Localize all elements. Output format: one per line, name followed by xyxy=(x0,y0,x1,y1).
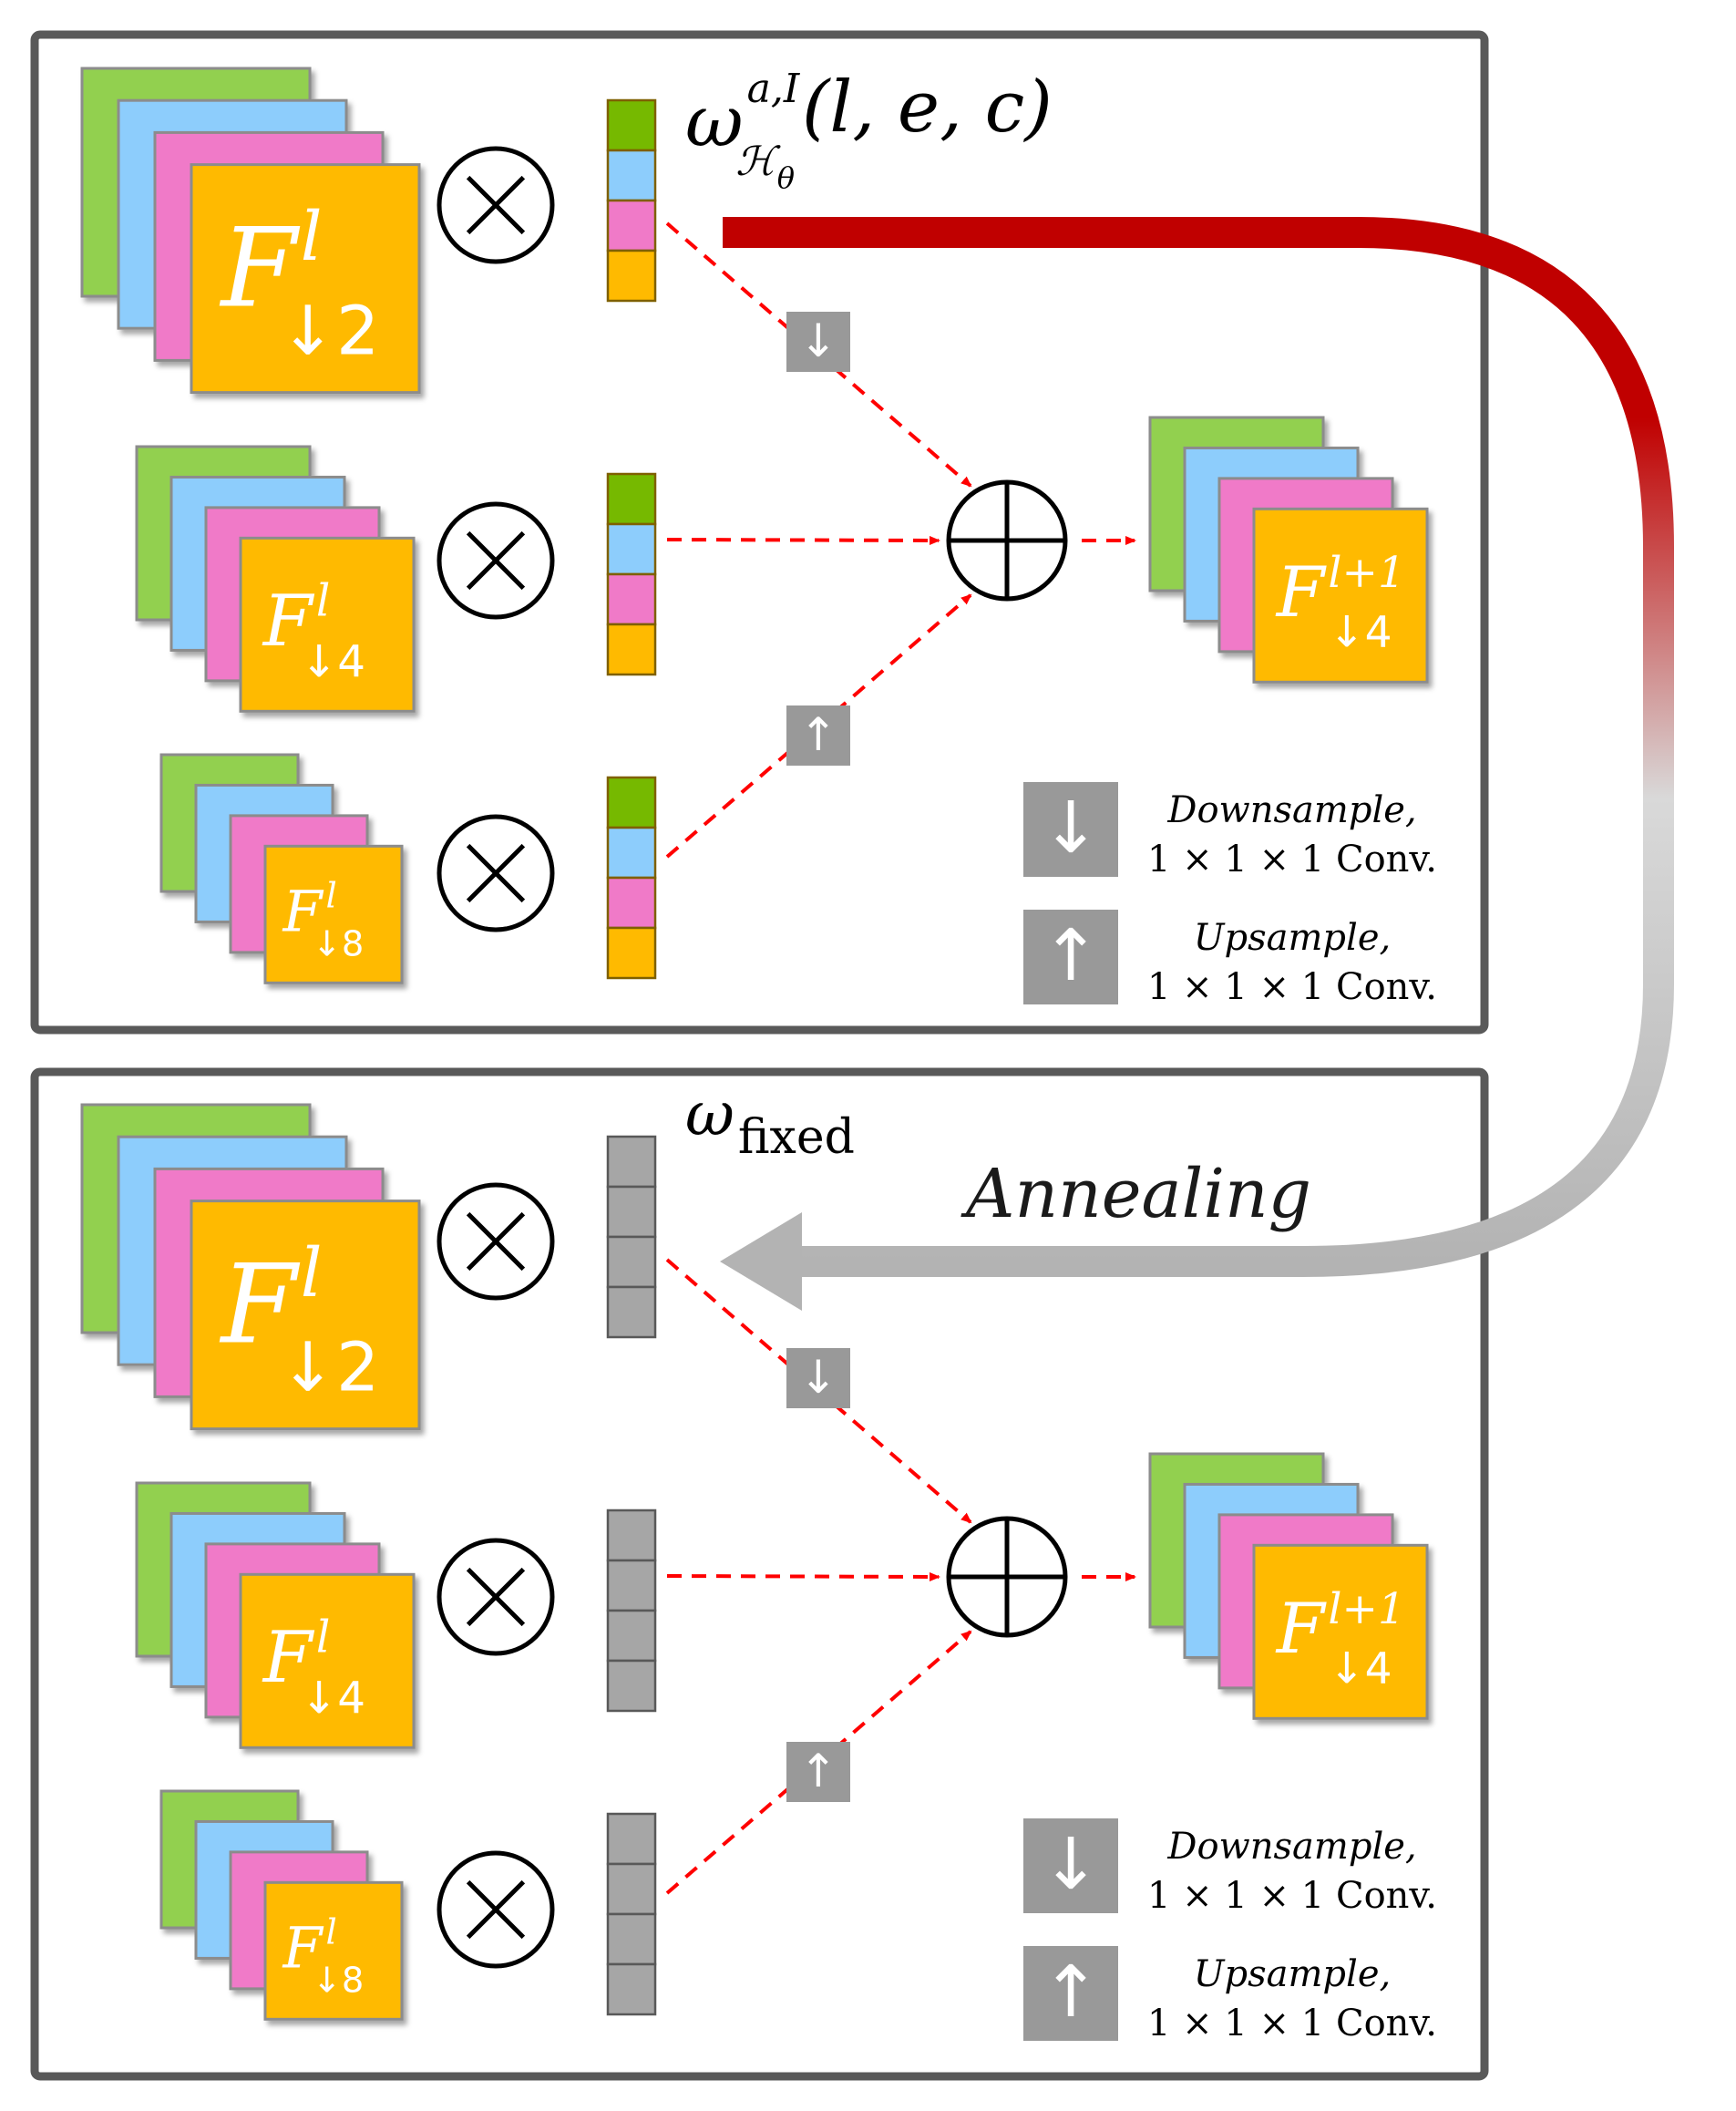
bottom_panel-weight-column-2-cell-1 xyxy=(606,1559,657,1612)
bottom_panel-legend-upsample-line1: Upsample, xyxy=(1194,1953,1391,1995)
svg-text:↓: ↓ xyxy=(799,314,837,367)
svg-text:↓: ↓ xyxy=(1041,788,1100,870)
top_panel-feature-stack-3-layer-3 xyxy=(263,844,404,984)
top_panel-feature-stack-1 xyxy=(80,67,421,395)
top_panel-weight-column-3-cell-1 xyxy=(606,826,657,880)
bottom_panel-output-stack-layer-3 xyxy=(1252,1543,1429,1720)
top_panel-weight-column-1-cell-1 xyxy=(606,149,657,202)
bottom_panel-feature-stack-1 xyxy=(80,1103,421,1431)
bottom_panel-weight-column-3-cell-1 xyxy=(606,1862,657,1916)
bottom_panel-legend-downsample-line1: Downsample, xyxy=(1166,1826,1416,1868)
bottom_panel-multiply-op-2 xyxy=(437,1538,555,1656)
top_panel-feature-stack-2-layer-3 xyxy=(239,536,416,713)
top_panel-weight-column-1-cell-2 xyxy=(606,199,657,252)
top_panel-legend-downsample-line2: 1 × 1 × 1 Conv. xyxy=(1147,839,1437,880)
bottom_panel-weight-column-1 xyxy=(606,1135,657,1339)
bottom_panel-weight-column-3 xyxy=(606,1812,657,2016)
top_panel-downsample-badge: ↓ xyxy=(786,312,850,372)
bottom_panel-weight-column-1-cell-2 xyxy=(606,1235,657,1289)
bottom_panel-feature-stack-3 xyxy=(159,1789,404,2021)
bottom_panel-upsample-badge: ↑ xyxy=(786,1742,850,1802)
top_panel-legend-upsample-line1: Upsample, xyxy=(1194,917,1391,959)
bottom_panel-weight-column-2 xyxy=(606,1509,657,1713)
top_panel-output-stack-label: Fl+1↓4 xyxy=(1275,548,1405,657)
top_panel-legend-downsample-icon: ↓ xyxy=(1023,782,1118,877)
bottom_panel-legend-upsample-icon: ↑ xyxy=(1023,1946,1118,2041)
bottom_panel-legend-upsample-line2: 1 × 1 × 1 Conv. xyxy=(1147,2003,1437,2044)
bottom_panel-downsample-badge: ↓ xyxy=(786,1348,850,1408)
top_panel-output-stack xyxy=(1148,416,1429,684)
top_panel-weight-column-1 xyxy=(606,98,657,303)
top_panel-upsample-badge: ↑ xyxy=(786,705,850,766)
bottom_panel-weight-column-3-cell-2 xyxy=(606,1912,657,1966)
svg-text:↓: ↓ xyxy=(799,1351,837,1404)
bottom_panel-weight-column-2-cell-2 xyxy=(606,1609,657,1663)
top_panel-arrow-from-row2 xyxy=(666,535,940,545)
top-panel-border xyxy=(30,30,1489,1035)
top_panel-add-op xyxy=(946,479,1068,602)
svg-text:↑: ↑ xyxy=(1041,1951,1100,2034)
bottom_panel-feature-stack-1-label: Fl↓2 xyxy=(220,1233,380,1406)
top_panel-legend-upsample-icon: ↑ xyxy=(1023,910,1118,1004)
top_panel-multiply-op-2 xyxy=(437,501,555,620)
bottom_panel-feature-stack-1-layer-3 xyxy=(190,1200,421,1431)
bottom_panel-weight-column-2-cell-3 xyxy=(606,1659,657,1713)
bottom_panel-arrow-from-row2 xyxy=(666,1571,940,1581)
bottom_panel-output-stack-label: Fl+1↓4 xyxy=(1275,1584,1405,1694)
top_panel-weight-column-3-cell-2 xyxy=(606,876,657,930)
top_panel-output-stack-layer-3 xyxy=(1252,507,1429,684)
bottom_panel-weight-column-1-cell-3 xyxy=(606,1285,657,1339)
bottom-panel-border xyxy=(30,1067,1489,2081)
annealing-arrow-head xyxy=(720,1212,802,1311)
top_panel-weight-column-2-cell-3 xyxy=(606,623,657,676)
top_panel-weight-column-2-cell-1 xyxy=(606,522,657,576)
svg-text:↑: ↑ xyxy=(799,1745,837,1797)
top_panel-legend-upsample-line2: 1 × 1 × 1 Conv. xyxy=(1147,966,1437,1008)
bottom_panel-multiply-op-1 xyxy=(437,1182,555,1301)
bottom-weight-label: ωfixed xyxy=(685,1079,855,1165)
svg-text:↓: ↓ xyxy=(1041,1824,1100,1906)
bottom_panel-add-op xyxy=(946,1516,1068,1638)
annealing-arrow-path xyxy=(723,217,1674,1277)
svg-text:↑: ↑ xyxy=(1041,915,1100,997)
bottom_panel-feature-stack-2-label: Fl↓4 xyxy=(262,1612,365,1724)
top_panel-legend-downsample-line1: Downsample, xyxy=(1166,789,1416,831)
top_panel-feature-stack-1-label: Fl↓2 xyxy=(220,197,380,370)
bottom_panel-weight-column-3-cell-0 xyxy=(606,1812,657,1866)
top_panel-weight-column-2-cell-0 xyxy=(606,472,657,526)
top_panel-feature-stack-2-label: Fl↓4 xyxy=(262,575,365,687)
top_panel-weight-column-2-cell-2 xyxy=(606,572,657,626)
top_panel-weight-column-3-cell-3 xyxy=(606,926,657,980)
top_panel-weight-column-1-cell-3 xyxy=(606,249,657,303)
top_panel-weight-column-2 xyxy=(606,472,657,676)
top_panel-weight-column-3 xyxy=(606,776,657,980)
bottom_panel-legend-downsample-line2: 1 × 1 × 1 Conv. xyxy=(1147,1875,1437,1917)
bottom_panel-output-stack xyxy=(1148,1452,1429,1720)
top_panel-multiply-op-1 xyxy=(437,146,555,264)
top_panel-feature-stack-1-layer-3 xyxy=(190,163,421,395)
top_panel-weight-column-3-cell-0 xyxy=(606,776,657,829)
bottom_panel-legend-downsample-icon: ↓ xyxy=(1023,1818,1118,1913)
bottom_panel-weight-column-2-cell-0 xyxy=(606,1509,657,1562)
top_panel-feature-stack-3 xyxy=(159,753,404,984)
bottom_panel-feature-stack-3-layer-3 xyxy=(263,1880,404,2021)
top_panel-weight-column-1-cell-0 xyxy=(606,98,657,152)
top_panel-feature-stack-2 xyxy=(135,445,416,713)
bottom_panel-weight-column-3-cell-3 xyxy=(606,1962,657,2016)
bottom_panel-feature-stack-2-layer-3 xyxy=(239,1572,416,1749)
bottom_panel-feature-stack-2 xyxy=(135,1481,416,1749)
bottom_panel-multiply-op-3 xyxy=(437,1850,555,1969)
svg-text:↑: ↑ xyxy=(799,708,837,761)
top_panel-multiply-op-3 xyxy=(437,814,555,932)
annealing-label: Annealing xyxy=(960,1155,1311,1233)
bottom_panel-weight-column-1-cell-1 xyxy=(606,1185,657,1239)
bottom_panel-weight-column-1-cell-0 xyxy=(606,1135,657,1189)
